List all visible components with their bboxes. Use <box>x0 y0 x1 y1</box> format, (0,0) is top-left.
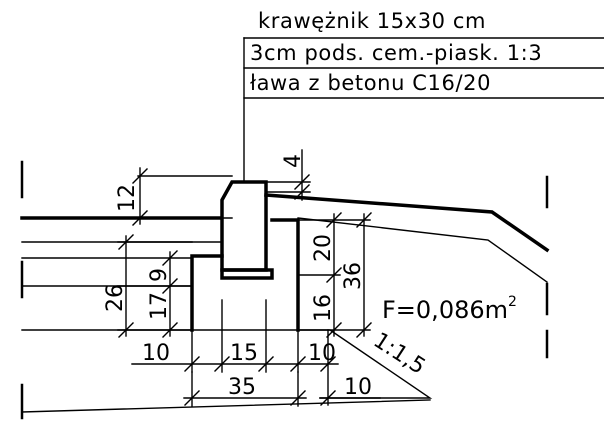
dim-35: 35 <box>228 375 256 400</box>
dim-17: 17 <box>147 292 172 320</box>
dim-9: 9 <box>147 268 172 282</box>
label-lawa: ława z betonu C16/20 <box>250 71 491 95</box>
leader-lines <box>243 37 604 183</box>
area-value: F=0,086m <box>382 296 508 324</box>
area-label: F=0,086m2 <box>382 294 517 324</box>
label-podsypka: 3cm pods. cem.-piask. 1:3 <box>250 41 542 65</box>
mortar-bedding <box>220 268 274 280</box>
dim-10-right: 10 <box>308 341 336 366</box>
label-kraweznik: krawężnik 15x30 cm <box>258 9 486 33</box>
dim-36: 36 <box>341 262 366 290</box>
dim-26: 26 <box>103 284 128 312</box>
dim-16: 16 <box>311 294 336 322</box>
area-exponent: 2 <box>508 294 517 310</box>
concrete-foundation <box>190 254 224 332</box>
dim-12: 12 <box>115 184 140 212</box>
dim-10-slope: 10 <box>344 375 372 400</box>
break-marks <box>20 160 549 420</box>
dim-15: 15 <box>230 341 258 366</box>
dim-20: 20 <box>311 234 336 262</box>
dim-4: 4 <box>281 154 306 168</box>
dimension-lines <box>117 149 381 407</box>
slope-ratio: 1:1,5 <box>369 328 430 380</box>
dim-10-left: 10 <box>142 341 170 366</box>
curb-stone <box>220 180 268 272</box>
